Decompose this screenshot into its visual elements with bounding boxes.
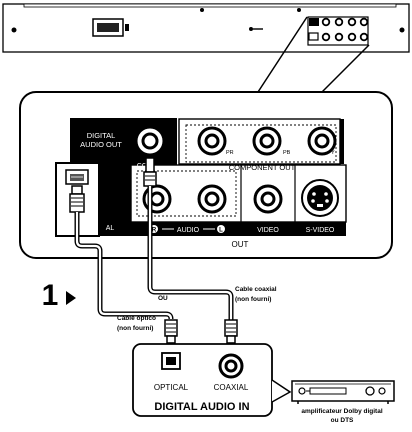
amplifier-label-line1: amplificateur Dolby digital (301, 408, 382, 415)
digital-audio-out-label-line2: AUDIO OUT (80, 140, 122, 149)
digital-audio-in-label: DIGITAL AUDIO IN (154, 401, 249, 413)
coaxial-output-jack (134, 125, 166, 157)
amplifier-icon (291, 380, 395, 404)
component-pb-jack (252, 126, 282, 156)
digital-audio-out-label-line1: DIGITAL (87, 131, 116, 140)
audio-label: AUDIO (177, 227, 200, 234)
coaxial-plug-at-player (143, 157, 157, 187)
callout-pointer (271, 379, 292, 403)
component-out-label: COMPONENT OUT (229, 163, 296, 172)
coaxial-port-label: CO (137, 163, 148, 170)
optical-plug-at-player (69, 185, 85, 213)
component-pr-jack (197, 126, 227, 156)
optical-output-jack (65, 169, 89, 185)
optical-cable-label-line1: Cable óptico (117, 315, 156, 322)
coax-cable-label-line2: (non fourni) (235, 296, 271, 303)
optical-cable (74, 212, 174, 320)
coax-cable-label-line1: Cable coaxial (235, 286, 277, 293)
s-video-label: S-VIDEO (306, 227, 335, 234)
optical-input-label: OPTICAL (154, 383, 189, 392)
ground-symbol-icon (249, 27, 263, 31)
power-socket-icon (92, 18, 129, 37)
enlarged-panel (19, 91, 393, 259)
video-jack (253, 184, 283, 214)
ou-label: OU (158, 295, 168, 302)
out-label: OUT (232, 240, 249, 249)
step-number: 1 (42, 279, 59, 312)
video-label: VIDEO (257, 227, 279, 234)
audio-left-jack (197, 184, 227, 214)
s-video-jack (301, 179, 339, 217)
pr-label: PR (226, 150, 234, 156)
optical-cable-label-line2: (non fourni) (117, 325, 153, 332)
component-y-jack (307, 126, 337, 156)
audio-r-mark: R (152, 228, 157, 234)
player-rear-panel (2, 3, 410, 93)
optical-port-label-tail: AL (106, 225, 115, 232)
audio-l-mark: L (219, 228, 223, 234)
step-arrow-icon (66, 291, 76, 305)
coaxial-input-label: COAXIAL (214, 383, 249, 392)
pb-label: PB (283, 150, 291, 156)
y-label: Y (331, 150, 335, 156)
coaxial-cable (147, 186, 234, 320)
amplifier-label-line2: ou DTS (331, 417, 354, 424)
